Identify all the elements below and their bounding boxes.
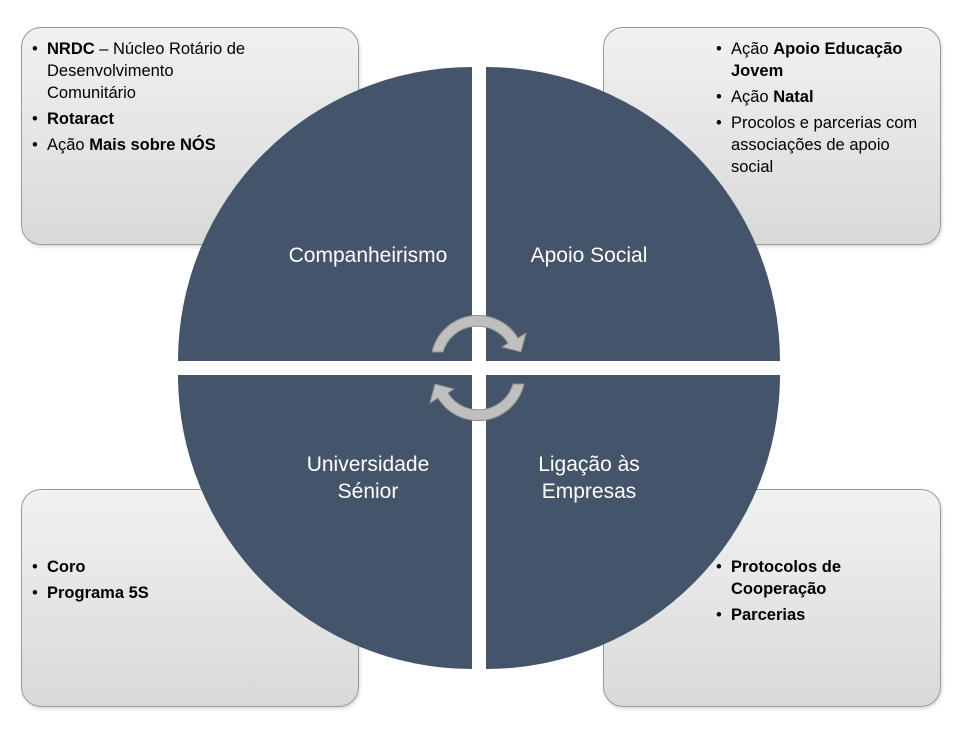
list-item: Programa 5S (32, 582, 272, 604)
list-item-text: Apoio Educação Jovem (731, 40, 903, 80)
list-ligacao-empresas: Protocolos de CooperaçãoParcerias (716, 556, 931, 630)
list-companheirismo: NRDC – Núcleo Rotário de Desenvolvimento… (32, 38, 262, 160)
list-item-text: – Núcleo Rotário de Desenvolvimento Comu… (47, 40, 246, 102)
list-item: Ação Mais sobre NÓS (32, 134, 262, 156)
list-item-text: Ação (731, 88, 774, 106)
list-item-text: Mais sobre NÓS (89, 136, 216, 154)
list-item: Procolos e parcerias com associações de … (716, 112, 931, 178)
list-apoio-social: Ação Apoio Educação JovemAção NatalProco… (716, 38, 931, 182)
quadrant-companheirismo (178, 67, 472, 361)
quadrant-ligacao-empresas (486, 375, 780, 669)
list-item-text: Programa 5S (47, 584, 149, 602)
quadrant-apoio-social (486, 67, 780, 361)
list-item-text: Ação (47, 136, 90, 154)
label-universidade-senior-line2: Sénior (337, 480, 399, 503)
list-universidade-senior: CoroPrograma 5S (32, 556, 272, 608)
list-item: Rotaract (32, 108, 262, 130)
list-item-text: Coro (47, 558, 86, 576)
list-item: Parcerias (716, 604, 931, 626)
list-item-text: Protocolos de Cooperação (731, 558, 842, 598)
list-item-text: Ação (731, 40, 774, 58)
label-apoio-social: Apoio Social (530, 244, 648, 267)
label-ligacao-empresas-line1: Ligação às (538, 453, 640, 476)
list-item: Ação Natal (716, 86, 931, 108)
list-item: Ação Apoio Educação Jovem (716, 38, 931, 82)
label-universidade-senior: Universidade Sénior (270, 451, 466, 505)
label-universidade-senior-line1: Universidade (306, 453, 430, 476)
circular-arrows-icon (429, 314, 527, 422)
list-item: Coro (32, 556, 272, 578)
list-item-text: Parcerias (731, 606, 806, 624)
list-item-text: NRDC (47, 40, 95, 58)
list-item-text: Natal (773, 88, 814, 106)
list-item-text: Rotaract (47, 110, 114, 128)
list-item: Protocolos de Cooperação (716, 556, 931, 600)
list-item: NRDC – Núcleo Rotário de Desenvolvimento… (32, 38, 262, 104)
list-item-text: Procolos e parcerias com associações de … (731, 114, 918, 176)
label-companheirismo: Companheirismo (288, 244, 448, 267)
label-ligacao-empresas: Ligação às Empresas (486, 451, 692, 505)
quadrant-universidade-senior (178, 375, 472, 669)
label-ligacao-empresas-line2: Empresas (541, 480, 637, 503)
